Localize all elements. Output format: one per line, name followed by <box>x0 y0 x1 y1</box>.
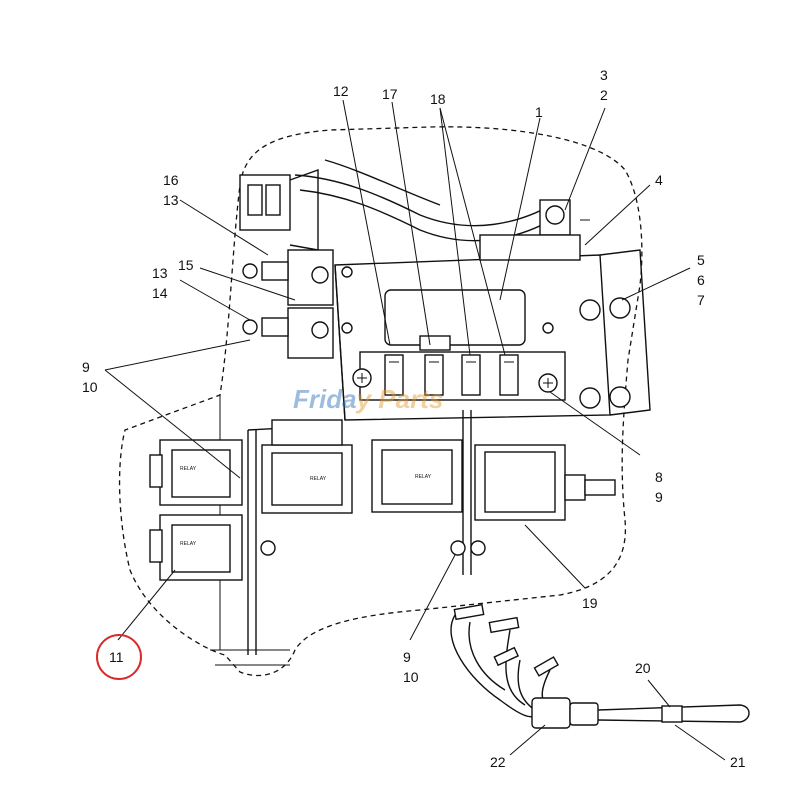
callout-19: 19 <box>582 595 598 611</box>
callout-20: 20 <box>635 660 651 676</box>
callout-10-bottom: 10 <box>403 669 419 685</box>
callout-18: 18 <box>430 91 446 107</box>
callout-3: 3 <box>600 67 608 83</box>
callout-11: 11 <box>109 649 124 665</box>
callout-14: 14 <box>152 285 168 301</box>
callout-9-bottom: 9 <box>403 649 411 665</box>
callout-6: 6 <box>697 272 705 288</box>
callout-1: 1 <box>535 104 543 120</box>
housing-outline <box>118 126 643 677</box>
callout-7: 7 <box>697 292 705 308</box>
leader-lines <box>104 99 726 761</box>
highlight-circle <box>96 634 142 680</box>
svg-text:RELAY: RELAY <box>310 476 327 482</box>
relay-center-left: RELAY <box>261 419 353 514</box>
svg-text:RELAY: RELAY <box>180 541 197 547</box>
relay-top-left: RELAY <box>149 439 243 506</box>
watermark-part2: y Parts <box>355 384 444 414</box>
callout-12: 12 <box>333 83 349 99</box>
left-connector-block <box>239 169 334 359</box>
svg-text:RELAY: RELAY <box>415 474 432 480</box>
watermark-part1: Frida <box>293 384 357 414</box>
callout-9-right: 9 <box>655 489 663 505</box>
fuse-panel <box>334 199 651 421</box>
callout-21: 21 <box>730 754 746 770</box>
callout-17: 17 <box>382 86 398 102</box>
callout-5: 5 <box>697 252 705 268</box>
callout-13-lower: 13 <box>152 265 168 281</box>
svg-text:RELAY: RELAY <box>180 466 197 472</box>
callout-13-upper: 13 <box>163 192 179 208</box>
relay-center-right: RELAY <box>371 439 463 513</box>
solenoid-19 <box>450 444 616 556</box>
callout-labels: 1 3 2 4 5 6 7 12 17 18 16 13 15 13 14 9 … <box>82 67 746 770</box>
callout-22: 22 <box>490 754 506 770</box>
callout-10-left: 10 <box>82 379 98 395</box>
callout-8: 8 <box>655 469 663 485</box>
relay-bottom-left: RELAY <box>149 514 276 581</box>
watermark: Friday Parts <box>293 384 443 414</box>
callout-2: 2 <box>600 87 608 103</box>
callout-4: 4 <box>655 172 663 188</box>
callout-9-left: 9 <box>82 359 90 375</box>
callout-16: 16 <box>163 172 179 188</box>
svg-text:Friday Parts: Friday Parts <box>293 384 443 414</box>
wire-harness <box>450 603 750 729</box>
callout-15: 15 <box>178 257 194 273</box>
